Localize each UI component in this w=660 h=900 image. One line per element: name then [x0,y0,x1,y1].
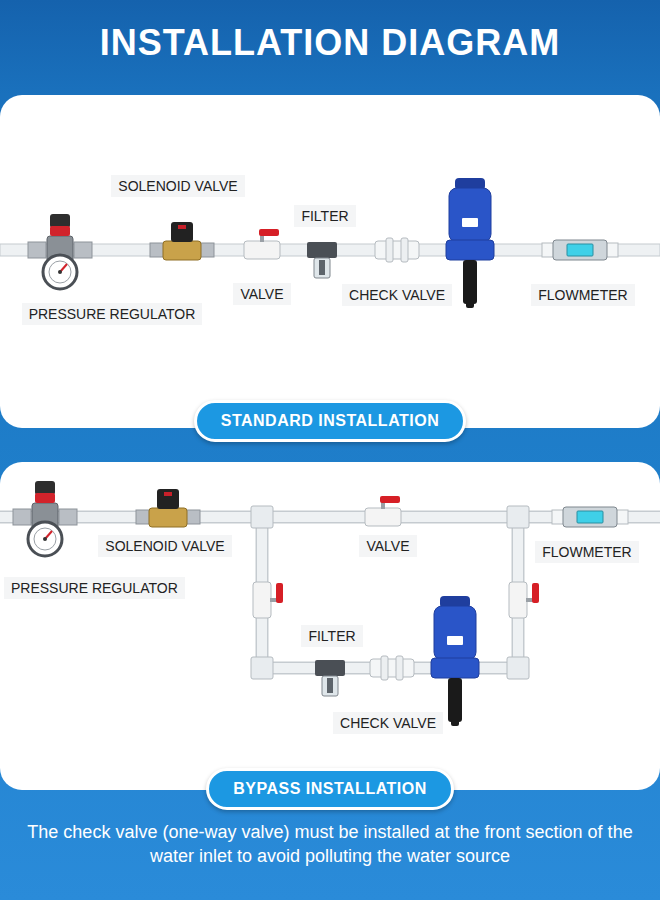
pipe [262,517,518,668]
panel [0,95,660,790]
part-label: SOLENOID VALVE [98,535,231,557]
bypass-components [431,596,479,726]
bypass-components [509,582,539,618]
bypass-components [507,657,529,679]
part-label: FILTER [294,205,355,227]
part-label: FLOWMETER [535,541,638,563]
bypass-components [507,506,529,528]
pipe [0,244,660,668]
bypass-components [509,582,539,618]
bypass-components [315,660,345,696]
diagram-title: INSTALLATION DIAGRAM [0,22,660,64]
standard-components [28,214,92,289]
standard-components [375,238,419,262]
bypass-components [552,507,628,527]
part-label: FILTER [301,625,362,647]
part-label: CHECK VALVE [342,284,452,306]
standard-components [28,178,618,308]
section-button: STANDARD INSTALLATION [194,400,466,442]
caption-note: The check valve (one-way valve) must be … [15,820,645,868]
standard-components [542,240,618,260]
part-label: PRESSURE REGULATOR [22,303,203,325]
bypass-components [13,481,77,556]
bypass-components [251,506,273,528]
standard-components [150,222,214,260]
standard-components [307,242,337,278]
standard-components [446,178,494,308]
bypass-components [251,657,273,679]
part-label: PRESSURE REGULATOR [4,577,185,599]
part-label: VALVE [359,535,416,557]
standard-components [244,229,280,259]
bypass-components [136,489,200,527]
bypass-components [365,496,401,526]
part-label: CHECK VALVE [333,712,443,734]
button-text: STANDARD INSTALLATION [221,412,439,429]
panel [0,95,660,428]
bypass-components [253,582,283,618]
pipe [262,517,518,668]
part-label: VALVE [233,283,290,305]
part-label: FLOWMETER [531,284,634,306]
button-text: BYPASS INSTALLATION [233,780,427,797]
bypass-components [13,481,628,726]
bypass-components [253,582,283,618]
section-button: BYPASS INSTALLATION [206,768,454,810]
bypass-components [370,656,414,680]
panel [0,462,660,790]
part-label: SOLENOID VALVE [111,175,244,197]
